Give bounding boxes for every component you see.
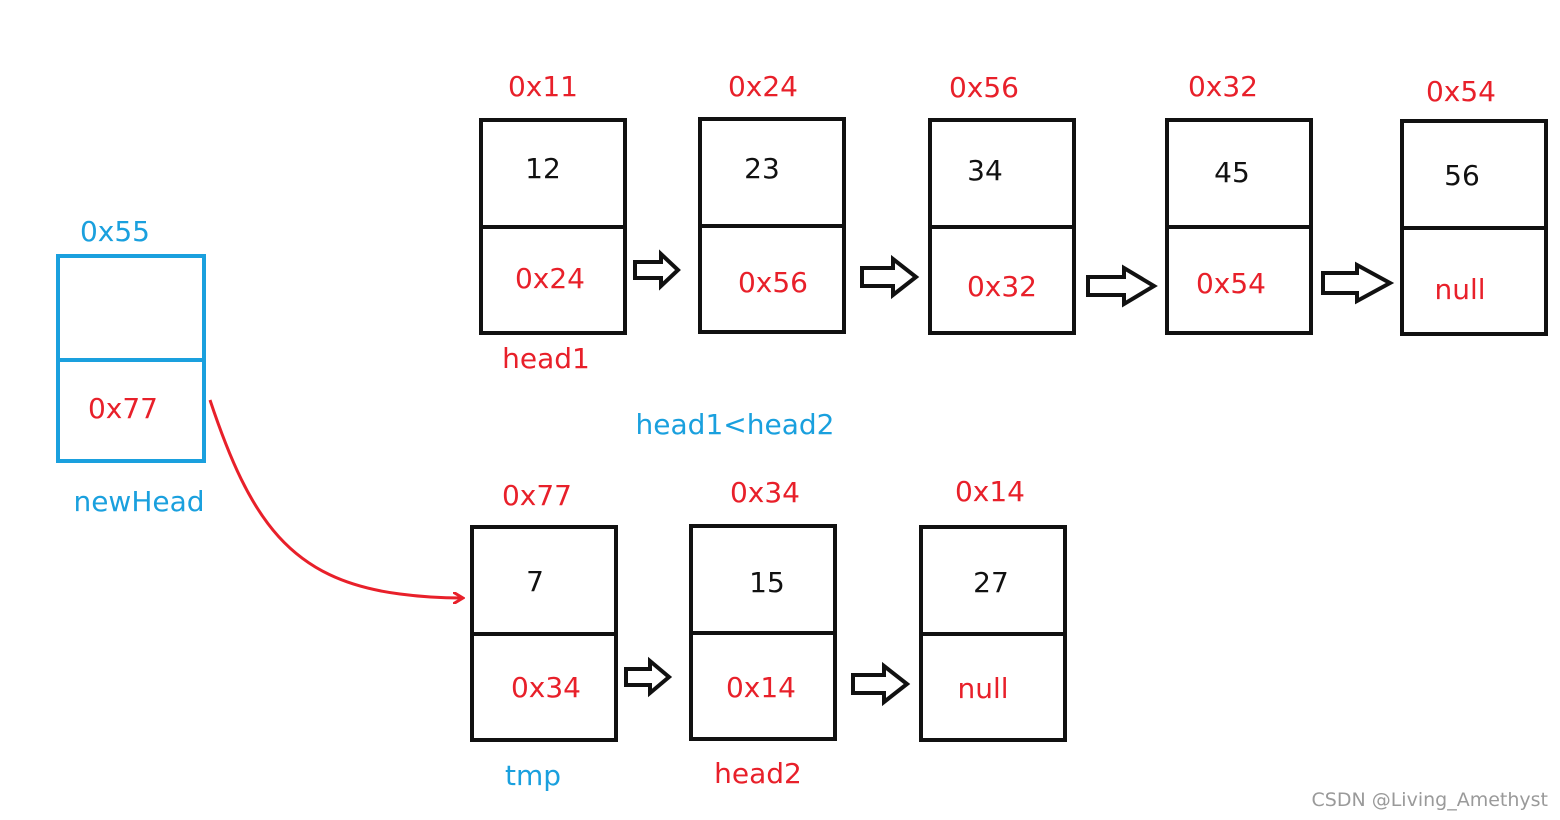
- top-node-2-address: 0x24: [728, 70, 798, 103]
- top-node-1-address: 0x11: [508, 70, 578, 103]
- top-arrow-1: [633, 249, 681, 291]
- bottom-node-3-address: 0x14: [955, 475, 1025, 508]
- top-arrow-3: [1086, 264, 1158, 308]
- tmp-label: tmp: [505, 759, 561, 792]
- bottom-node-1-address: 0x77: [502, 479, 572, 512]
- top-node-3: 0x56 34 0x32: [928, 71, 1076, 335]
- bottom-arrow-1: [624, 656, 673, 698]
- bottom-node-2-address: 0x34: [730, 476, 800, 509]
- top-node-5-next: null: [1434, 273, 1485, 306]
- top-node-5: 0x54 56 null: [1400, 75, 1548, 336]
- bottom-node-3-value: 27: [973, 566, 1009, 599]
- top-node-1-next: 0x24: [515, 262, 585, 295]
- top-node-1-value: 12: [525, 152, 561, 185]
- bottom-node-3: 0x14 27 null: [919, 475, 1067, 742]
- bottom-node-2-next: 0x14: [726, 671, 796, 704]
- top-node-2-next: 0x56: [738, 266, 808, 299]
- top-node-2: 0x24 23 0x56: [698, 70, 846, 334]
- bottom-list: 0x77 7 0x34 0x34 15 0x14 0x14 27 null tm…: [470, 475, 1067, 792]
- bottom-node-2: 0x34 15 0x14: [689, 476, 837, 741]
- top-node-4-address: 0x32: [1188, 70, 1258, 103]
- top-node-4: 0x32 45 0x54: [1165, 70, 1313, 335]
- watermark: CSDN @Living_Amethyst: [1312, 789, 1548, 811]
- top-node-4-value: 45: [1214, 156, 1250, 189]
- new-head-link-arrow: [208, 399, 462, 598]
- condition-label: head1<head2: [636, 408, 835, 441]
- top-node-3-address: 0x56: [949, 71, 1019, 104]
- top-arrow-4: [1321, 261, 1395, 305]
- top-node-3-next: 0x32: [967, 270, 1037, 303]
- top-node-2-value: 23: [744, 152, 780, 185]
- bottom-node-1-value: 7: [526, 565, 544, 598]
- new-head-next: 0x77: [88, 392, 158, 425]
- bottom-node-1-next: 0x34: [511, 671, 581, 704]
- new-head-label: newHead: [73, 485, 204, 518]
- top-node-1: 0x11 12 0x24: [479, 70, 627, 335]
- bottom-node-3-next: null: [957, 672, 1008, 705]
- top-node-4-next: 0x54: [1196, 267, 1266, 300]
- top-node-5-address: 0x54: [1426, 75, 1496, 108]
- new-head-node: 0x55 0x77 newHead: [56, 215, 206, 518]
- bottom-node-1: 0x77 7 0x34: [470, 479, 618, 742]
- head1-label: head1: [502, 342, 590, 375]
- top-arrow-2: [860, 254, 920, 300]
- bottom-node-2-value: 15: [749, 566, 785, 599]
- head2-label: head2: [714, 757, 802, 790]
- new-head-address: 0x55: [80, 215, 150, 248]
- top-list: 0x11 12 0x24 0x24 23 0x56 0x56 34 0x32: [479, 70, 1548, 375]
- top-node-3-value: 34: [967, 154, 1003, 187]
- bottom-arrow-2: [851, 661, 911, 707]
- top-node-5-value: 56: [1444, 159, 1480, 192]
